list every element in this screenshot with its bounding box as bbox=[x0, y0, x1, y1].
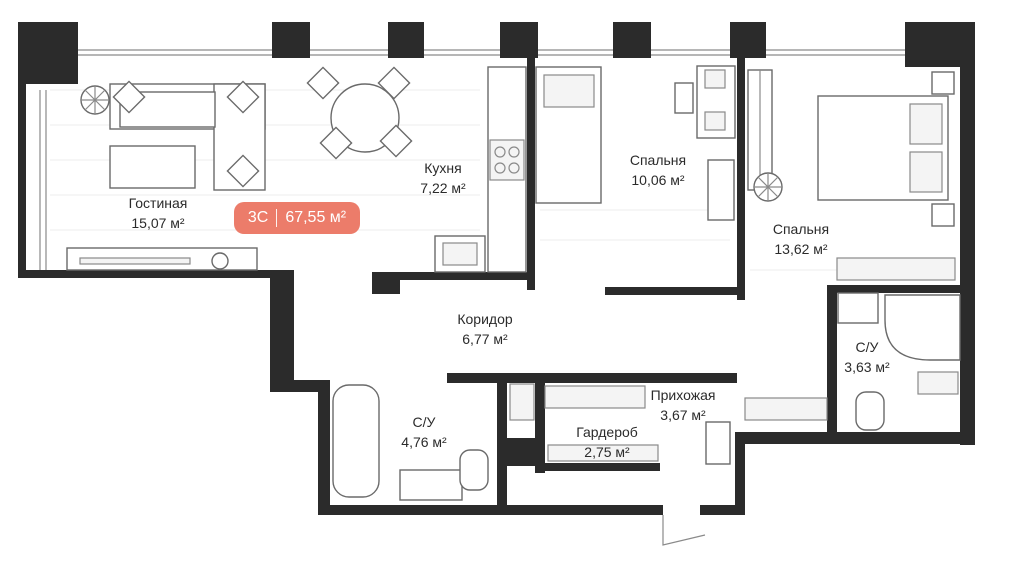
walls bbox=[18, 22, 975, 515]
nightstand bbox=[931, 71, 955, 95]
closet bbox=[836, 257, 956, 281]
bedroom2-furniture bbox=[747, 69, 956, 281]
entrance-door bbox=[662, 515, 706, 546]
cabinet bbox=[509, 383, 535, 421]
closet bbox=[544, 385, 646, 409]
room-label-wardrobe: Гардероб 2,75 м² bbox=[576, 422, 638, 462]
electrical-panel bbox=[705, 421, 731, 465]
room-label-bedroom-1: Спальня 10,06 м² bbox=[630, 150, 686, 190]
room-name: Гардероб bbox=[576, 424, 638, 440]
chair bbox=[674, 82, 694, 114]
hallway-fixtures bbox=[544, 385, 828, 546]
room-name: Прихожая bbox=[650, 387, 716, 403]
room-area: 7,22 м² bbox=[420, 180, 466, 196]
apartment-total-area: 67,55 м² bbox=[285, 209, 347, 226]
plant-icon bbox=[80, 85, 110, 115]
wardrobe-small bbox=[707, 159, 735, 221]
room-label-bedroom-2: Спальня 13,62 м² bbox=[773, 219, 829, 259]
nightstand bbox=[931, 203, 955, 227]
room-area: 2,75 м² bbox=[584, 444, 630, 460]
living-room-furniture bbox=[66, 66, 413, 271]
dining-table bbox=[330, 83, 400, 153]
room-area: 4,76 м² bbox=[401, 434, 447, 450]
room-label-living: Гостиная 15,07 м² bbox=[129, 193, 188, 233]
room-name: Спальня bbox=[772, 221, 830, 237]
stove bbox=[489, 139, 525, 181]
room-label-bathroom-right: С/У 3,63 м² bbox=[844, 337, 889, 377]
room-name: Коридор bbox=[457, 311, 513, 327]
room-label-kitchen: Кухня 7,22 м² bbox=[420, 158, 465, 198]
room-area: 3,63 м² bbox=[844, 359, 890, 375]
room-area: 3,67 м² bbox=[660, 407, 706, 423]
room-area: 13,62 м² bbox=[774, 241, 828, 257]
room-name: Гостиная bbox=[128, 195, 188, 211]
room-name: С/У bbox=[855, 339, 879, 355]
room-label-corridor: Коридор 6,77 м² bbox=[457, 309, 512, 349]
room-name: С/У bbox=[412, 414, 436, 430]
washer bbox=[917, 371, 959, 395]
bathroom-right-fixtures bbox=[837, 292, 961, 431]
sink bbox=[399, 469, 463, 501]
room-name: Спальня bbox=[629, 152, 687, 168]
toilet bbox=[459, 449, 489, 491]
room-label-hallway: Прихожая 3,67 м² bbox=[651, 385, 716, 425]
room-area: 15,07 м² bbox=[131, 215, 185, 231]
room-name: Кухня bbox=[424, 160, 462, 176]
bedroom1-furniture bbox=[535, 65, 736, 221]
sink bbox=[837, 292, 879, 324]
bathtub bbox=[332, 384, 380, 498]
room-area: 6,77 м² bbox=[462, 331, 508, 347]
badge-divider bbox=[276, 209, 278, 227]
coffee-table bbox=[109, 145, 196, 189]
toilet bbox=[855, 391, 885, 431]
shower bbox=[884, 294, 961, 361]
apartment-badge: 3С 67,55 м² bbox=[234, 202, 360, 234]
wardrobe-rail bbox=[547, 444, 659, 462]
bathroom-left-fixtures bbox=[332, 383, 535, 501]
kitchen-furniture bbox=[434, 66, 527, 273]
closet bbox=[744, 397, 828, 421]
room-label-bathroom-left: С/У 4,76 м² bbox=[401, 412, 446, 452]
apartment-type: 3С bbox=[247, 209, 269, 226]
room-area: 10,06 м² bbox=[631, 172, 685, 188]
plant-icon bbox=[753, 172, 783, 202]
